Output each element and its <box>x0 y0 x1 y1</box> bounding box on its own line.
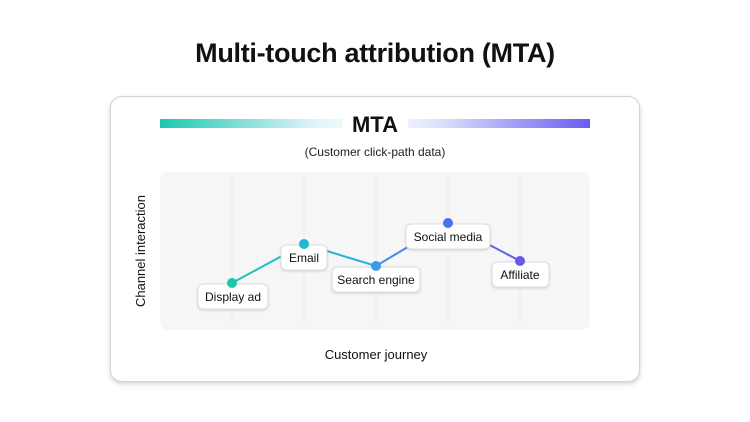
card-subheading: (Customer click-path data) <box>305 145 446 159</box>
touchpoint-search-engine: Search engine <box>331 261 421 293</box>
touchpoint-email: Email <box>280 239 328 271</box>
x-axis-label: Customer journey <box>325 347 428 362</box>
touchpoint-label: Display ad <box>205 290 261 304</box>
touchpoint-label: Email <box>289 251 319 265</box>
card-heading: MTA <box>352 112 398 137</box>
touchpoint-display-ad: Display ad <box>197 278 269 310</box>
page-title: Multi-touch attribution (MTA) <box>195 38 555 68</box>
touchpoint-dot <box>227 278 237 288</box>
touchpoint-label: Affiliate <box>500 268 539 282</box>
touchpoint-dot <box>299 239 309 249</box>
touchpoint-dot <box>443 218 453 228</box>
heading-backdrop <box>342 108 408 138</box>
y-axis-label: Channel interaction <box>133 195 148 307</box>
touchpoint-dot <box>371 261 381 271</box>
touchpoint-dot <box>515 256 525 266</box>
touchpoint-affiliate: Affiliate <box>491 256 550 288</box>
touchpoint-social-media: Social media <box>405 218 491 250</box>
touchpoint-label: Search engine <box>337 273 415 287</box>
touchpoint-label: Social media <box>414 230 483 244</box>
